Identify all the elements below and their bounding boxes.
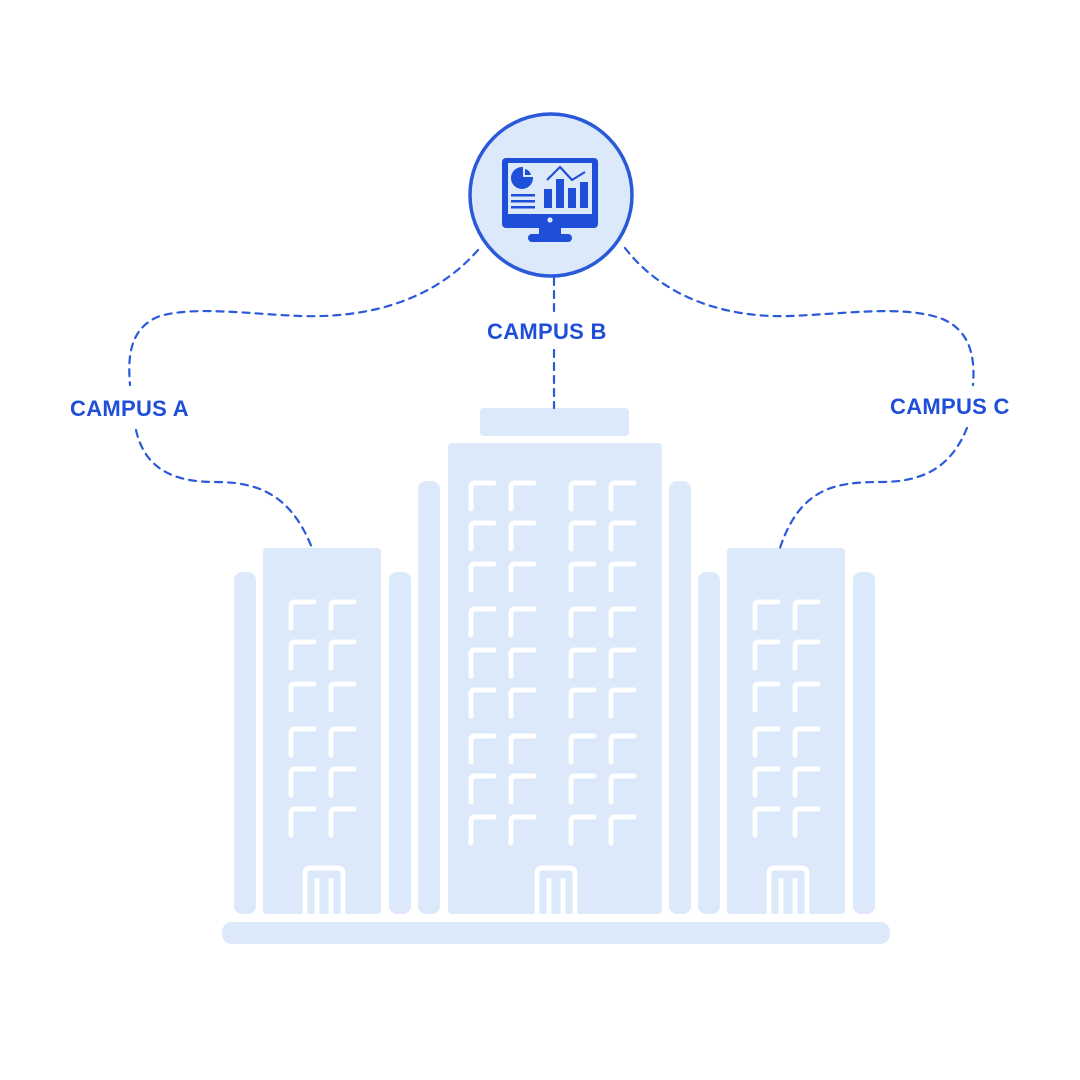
window: [328, 766, 357, 798]
window: [792, 681, 821, 713]
window: [468, 480, 497, 512]
window: [568, 733, 597, 765]
connector-campus-a-lower: [134, 428, 314, 550]
window: [608, 687, 637, 719]
window: [752, 726, 781, 758]
window: [468, 814, 497, 846]
pillar: [669, 481, 691, 914]
window: [468, 647, 497, 679]
office-buildings-icon: [222, 408, 890, 944]
window: [328, 639, 357, 671]
window: [608, 733, 637, 765]
window: [508, 687, 537, 719]
window: [328, 726, 357, 758]
window: [508, 814, 537, 846]
campus-a-label: CAMPUS A: [70, 396, 189, 421]
campus-b-label: CAMPUS B: [487, 319, 607, 344]
window: [568, 687, 597, 719]
building-right: [727, 548, 845, 914]
window: [468, 773, 497, 805]
window: [792, 806, 821, 838]
window: [328, 681, 357, 713]
pillar: [418, 481, 440, 914]
window: [568, 814, 597, 846]
pillar: [698, 572, 720, 914]
window: [328, 806, 357, 838]
window: [288, 681, 317, 713]
window: [752, 766, 781, 798]
window: [792, 599, 821, 631]
window: [608, 773, 637, 805]
analytics-hub: [468, 112, 634, 278]
window: [568, 480, 597, 512]
window: [608, 520, 637, 552]
window: [568, 561, 597, 593]
window: [468, 733, 497, 765]
window: [568, 606, 597, 638]
door: [534, 865, 578, 914]
ground-base: [222, 922, 890, 944]
window: [288, 806, 317, 838]
window: [508, 480, 537, 512]
window: [752, 599, 781, 631]
pillar: [234, 572, 256, 914]
window: [752, 681, 781, 713]
building-left: [263, 548, 381, 914]
window: [608, 561, 637, 593]
door: [302, 865, 346, 914]
window: [508, 733, 537, 765]
window: [508, 606, 537, 638]
connector-campus-a: [128, 248, 480, 387]
window: [608, 480, 637, 512]
window: [468, 561, 497, 593]
window: [568, 773, 597, 805]
campus-c-label: CAMPUS C: [890, 394, 1010, 419]
building-center-roof: [480, 408, 629, 436]
window: [608, 647, 637, 679]
pillar: [853, 572, 875, 914]
window: [752, 806, 781, 838]
window: [328, 599, 357, 631]
window: [288, 766, 317, 798]
connector-campus-c: [623, 246, 975, 387]
door: [766, 865, 810, 914]
window: [508, 561, 537, 593]
window: [468, 520, 497, 552]
window: [288, 639, 317, 671]
window: [608, 606, 637, 638]
window: [288, 599, 317, 631]
building-center: [448, 443, 662, 914]
window: [508, 647, 537, 679]
window: [792, 639, 821, 671]
window: [752, 639, 781, 671]
window: [288, 726, 317, 758]
window: [568, 647, 597, 679]
window: [792, 726, 821, 758]
connector-campus-c-lower: [778, 426, 969, 550]
window: [508, 773, 537, 805]
pillar: [389, 572, 411, 914]
window: [568, 520, 597, 552]
building-windows: [288, 480, 821, 846]
window: [468, 606, 497, 638]
window: [608, 814, 637, 846]
window: [508, 520, 537, 552]
building-doors: [302, 865, 810, 914]
window: [792, 766, 821, 798]
window: [468, 687, 497, 719]
analytics-monitor-icon: [502, 158, 598, 242]
